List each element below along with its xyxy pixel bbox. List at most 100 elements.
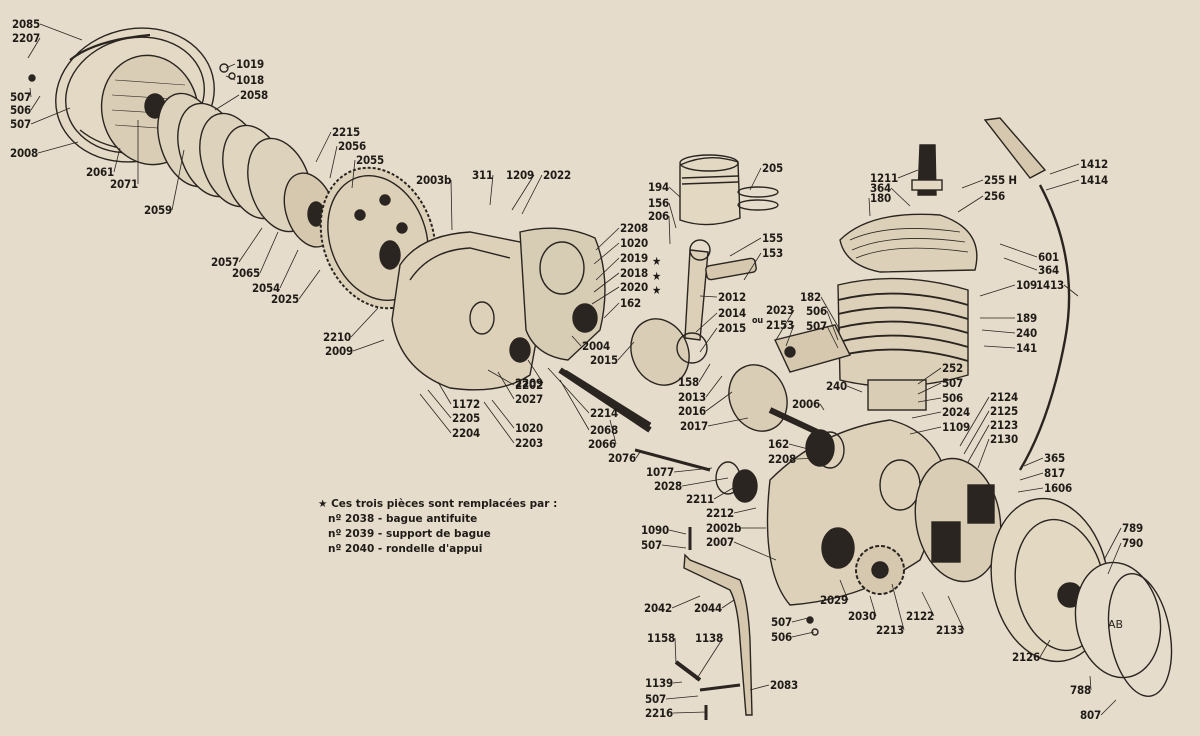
- stator-plate: [914, 457, 1002, 583]
- leader-line: [749, 167, 762, 191]
- leader-line: [785, 324, 795, 347]
- leader-line: [30, 95, 41, 111]
- leader-line: [1023, 457, 1044, 467]
- part-label-2020: 2020: [620, 280, 648, 294]
- piston-rings: [737, 186, 779, 211]
- leader-line: [673, 467, 713, 473]
- leader-line: [668, 529, 687, 535]
- part-label-2126: 2126: [1012, 650, 1040, 664]
- part-label-2122: 2122: [906, 609, 934, 623]
- part-label-2209: 2209: [515, 376, 543, 390]
- part-label-364: 364: [1038, 263, 1059, 277]
- leader-line: [674, 637, 677, 665]
- leader-line: [983, 345, 1016, 349]
- part-label-601: 601: [1038, 250, 1059, 264]
- part-label-817: 817: [1044, 466, 1065, 480]
- part-label-2065: 2065: [232, 266, 260, 280]
- part-label-506: 506: [806, 304, 827, 318]
- part-label-2058: 2058: [240, 88, 268, 102]
- part-label-2003b: 2003b: [416, 173, 452, 187]
- leader-line: [351, 159, 356, 189]
- part-label-1412: 1412: [1080, 157, 1108, 171]
- leader-line: [846, 385, 863, 393]
- part-label-507: 507: [806, 319, 827, 333]
- leader-line: [37, 141, 79, 154]
- part-label-2153: 2153: [766, 318, 794, 332]
- leader-line: [917, 367, 942, 385]
- part-label-2207: 2207: [12, 31, 40, 45]
- leader-line: [1107, 542, 1122, 575]
- leader-line: [113, 147, 121, 173]
- clutch-disc-stack: [157, 92, 313, 233]
- leader-line: [497, 371, 515, 400]
- part-label-2071: 2071: [110, 177, 138, 191]
- leader-line: [826, 310, 839, 341]
- part-label-155: 155: [762, 231, 783, 245]
- star-icon: ★: [652, 283, 662, 297]
- leader-line: [733, 507, 757, 514]
- part-label-255-H: 255 H: [984, 173, 1017, 187]
- part-label-2019: 2019: [620, 251, 648, 265]
- leader-line: [1103, 527, 1122, 561]
- shafts: [563, 369, 835, 503]
- part-label-153: 153: [762, 246, 783, 260]
- part-label-2085: 2085: [12, 17, 40, 31]
- part-label-2027: 2027: [515, 392, 543, 406]
- leader-lines: [27, 23, 1122, 716]
- part-label-2208: 2208: [620, 221, 648, 235]
- part-label-109: 109: [1016, 278, 1037, 292]
- part-label-2076: 2076: [608, 451, 636, 465]
- part-label-2216: 2216: [645, 706, 673, 720]
- leader-line: [259, 231, 279, 274]
- part-label-1209: 1209: [506, 168, 534, 182]
- part-label-1172: 1172: [452, 397, 480, 411]
- part-label-182: 182: [800, 290, 821, 304]
- leader-line: [329, 145, 338, 179]
- leader-line: [729, 237, 762, 257]
- part-label-2215: 2215: [332, 125, 360, 139]
- or-label: ou: [752, 316, 763, 326]
- leader-line: [491, 399, 515, 429]
- leader-line: [957, 195, 984, 213]
- mounting-bracket: [683, 553, 753, 716]
- part-label-2055: 2055: [356, 153, 384, 167]
- part-label-2044: 2044: [694, 601, 722, 615]
- note-item-2: nº 2039 - support de bague: [328, 528, 491, 540]
- part-label-507: 507: [942, 376, 963, 390]
- leader-line: [977, 438, 990, 469]
- leader-line: [775, 309, 795, 341]
- part-label-256: 256: [984, 189, 1005, 203]
- leader-line: [911, 411, 942, 419]
- part-label-2002b: 2002b: [706, 521, 742, 535]
- part-label-205: 205: [762, 161, 783, 175]
- leader-line: [671, 595, 701, 609]
- part-label-2133: 2133: [936, 623, 964, 637]
- leader-line: [661, 544, 687, 549]
- part-label-1158: 1158: [647, 631, 675, 645]
- exhaust-flange: [774, 324, 852, 373]
- note-item-1: nº 2038 - bague antifuite: [328, 513, 478, 525]
- leader-line: [721, 599, 735, 609]
- part-label-2059: 2059: [144, 203, 172, 217]
- part-label-2210: 2210: [323, 330, 351, 344]
- part-label-2211: 2211: [686, 492, 714, 506]
- part-label-507: 507: [771, 615, 792, 629]
- part-label-2068: 2068: [590, 423, 618, 437]
- leader-line: [225, 63, 236, 69]
- leader-line: [419, 393, 452, 434]
- part-label-2017: 2017: [680, 419, 708, 433]
- leader-line: [967, 424, 990, 463]
- leader-line: [917, 397, 942, 403]
- part-label-1414: 1414: [1080, 173, 1108, 187]
- leader-line: [1039, 639, 1051, 658]
- note-item-3: nº 2040 - rondelle d'appui: [328, 543, 483, 555]
- part-label-507: 507: [641, 538, 662, 552]
- leader-line: [635, 451, 641, 459]
- part-label-2014: 2014: [718, 306, 746, 320]
- leader-line: [959, 396, 990, 447]
- leader-line: [868, 197, 871, 217]
- leader-line: [891, 583, 905, 631]
- star-icon: ★: [652, 254, 662, 268]
- leader-line: [999, 243, 1038, 258]
- leader-line: [820, 296, 841, 331]
